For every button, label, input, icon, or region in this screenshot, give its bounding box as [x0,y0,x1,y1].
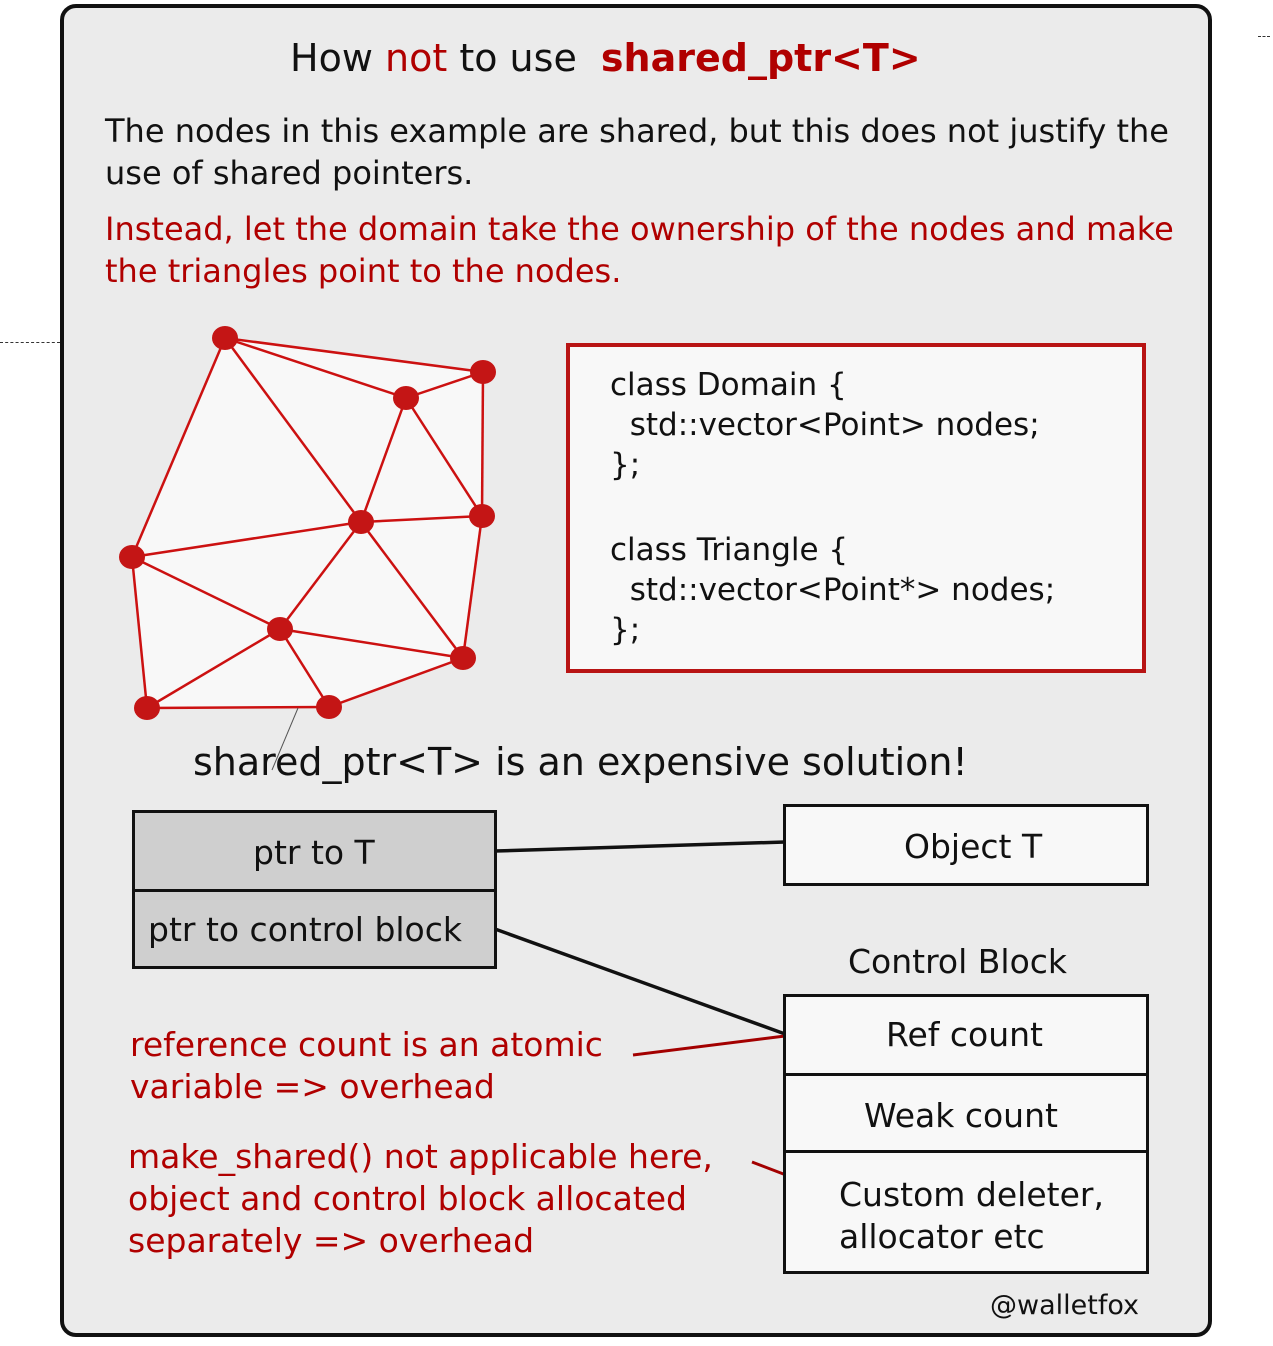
code-line: }; [610,447,641,483]
code-line: std::vector<Point*> nodes; [610,572,1056,608]
headline: shared_ptr<T> is an expensive solution! [193,740,968,784]
title-code: shared_ptr<T> [600,36,921,80]
code-line: class Domain { [610,367,847,403]
ptr-to-control-line [494,927,786,1036]
atomic-note-pointer [632,1034,786,1057]
mesh-node [134,696,160,720]
ptr-to-control-block-field: ptr to control block [132,889,497,969]
atomic-note-line2: variable => overhead [130,1067,495,1106]
mesh-node [348,510,374,534]
atomic-note-line1: reference count is an atomic [130,1025,603,1064]
object-t-label: Object T [904,827,1043,866]
mesh-node [450,646,476,670]
mesh-node [469,504,495,528]
leader-line [271,707,299,771]
mesh-node [470,360,496,384]
code-line: class Triangle { [610,532,849,568]
dashed-guide-right [1258,36,1270,37]
ref-count-field: Ref count [783,994,1149,1076]
dashed-guide-left [0,342,60,343]
make-shared-note-line3: separately => overhead [128,1221,535,1260]
code-box: class Domain { std::vector<Point> nodes;… [566,343,1146,673]
mesh-nodes [119,326,496,720]
code-line: }; [610,612,641,648]
custom-deleter-line2: allocator etc [839,1217,1045,1256]
custom-deleter-field: Custom deleter, allocator etc [783,1150,1149,1274]
object-t-box: Object T [783,804,1149,886]
ptr-to-object-line [494,840,786,853]
mesh-node [119,545,145,569]
mesh-node [212,326,238,350]
make-shared-note-line2: object and control block allocated [128,1179,687,1218]
mesh-edges [130,336,485,710]
title-prefix: How [290,36,373,80]
mesh-node [393,386,419,410]
code-line: std::vector<Point> nodes; [610,407,1040,443]
title-not-word: not [385,36,448,80]
ref-count-label: Ref count [886,1015,1043,1054]
page-title: How not to use shared_ptr<T> [290,36,921,80]
make-shared-note-line1: make_shared() not applicable here, [128,1137,713,1176]
custom-deleter-line1: Custom deleter, [839,1175,1104,1214]
intro-paragraph: The nodes in this example are shared, bu… [105,112,1169,192]
advice-paragraph: Instead, let the domain take the ownersh… [105,210,1174,290]
weak-count-label: Weak count [864,1096,1058,1135]
credit: @walletfox [990,1290,1140,1321]
mesh-node [316,695,342,719]
weak-count-field: Weak count [783,1073,1149,1153]
title-middle: to use [459,36,577,80]
control-block-title: Control Block [848,942,1068,981]
ptr-to-t-label: ptr to T [253,833,375,872]
ptr-to-control-block-label: ptr to control block [148,910,462,949]
ptr-to-t-field: ptr to T [132,810,497,892]
mesh-node [267,617,293,641]
